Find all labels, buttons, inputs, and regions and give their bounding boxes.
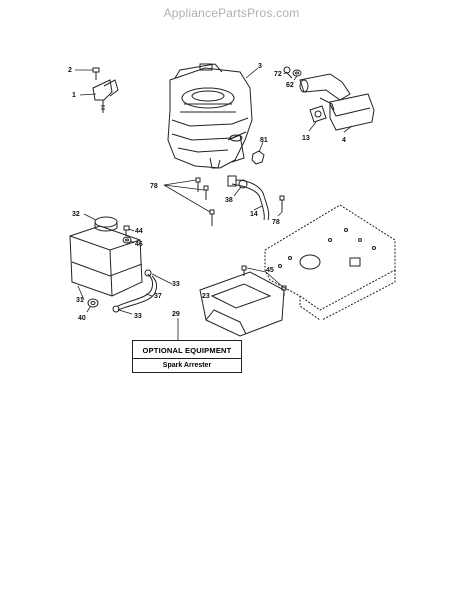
callout-33b: 33 <box>134 313 142 320</box>
clamp-33-part <box>112 269 152 313</box>
leader-lines <box>75 67 353 340</box>
clamp-part <box>238 179 248 189</box>
optional-equipment-title: OPTIONAL EQUIPMENT <box>142 346 232 355</box>
callout-44: 44 <box>135 228 143 235</box>
screw-part <box>92 67 100 80</box>
screw-44-part <box>123 225 130 236</box>
callout-38: 38 <box>225 197 233 204</box>
callout-1: 1 <box>72 92 76 99</box>
callout-29: 29 <box>172 311 180 318</box>
callout-23: 23 <box>202 293 210 300</box>
callout-2: 2 <box>68 67 72 74</box>
callout-13: 13 <box>302 135 310 142</box>
callout-46: 46 <box>135 241 143 248</box>
fuel-tank-part <box>69 225 143 297</box>
fuel-line-part <box>227 175 270 221</box>
watermark: AppliancePartsPros.com <box>163 6 300 20</box>
frame-plate-part <box>264 204 396 321</box>
callouts: 1 2 3 4 13 14 23 29 31 32 33 33 37 38 40… <box>68 63 346 322</box>
callout-62: 62 <box>286 82 294 89</box>
plug-40-part <box>87 298 99 308</box>
callout-3: 3 <box>258 63 262 70</box>
callout-14: 14 <box>250 211 258 218</box>
bracket-part <box>92 79 119 113</box>
callout-37: 37 <box>154 293 162 300</box>
fuel-hose-part <box>117 273 157 311</box>
callout-81: 81 <box>260 137 268 144</box>
callout-78b: 78 <box>272 219 280 226</box>
washer-46-part <box>122 236 132 244</box>
bolt-72-part <box>283 66 293 79</box>
nut-81-part <box>251 150 265 165</box>
callout-72: 72 <box>274 71 282 78</box>
muffler-part <box>299 73 375 131</box>
screw-45-part <box>241 265 287 296</box>
heat-shield-part <box>199 271 285 337</box>
fuel-cap-part <box>94 216 118 232</box>
callout-31: 31 <box>76 297 84 304</box>
callout-40: 40 <box>78 315 86 322</box>
washer-62-part <box>292 69 302 77</box>
callout-32: 32 <box>72 211 80 218</box>
callout-45: 45 <box>266 267 274 274</box>
callout-33a: 33 <box>172 281 180 288</box>
optional-equipment-subtitle: Spark Arrester <box>162 362 212 369</box>
optional-equipment-box: OPTIONAL EQUIPMENT Spark Arrester <box>132 340 242 373</box>
callout-78a: 78 <box>150 183 158 190</box>
engine-part <box>167 63 253 169</box>
gasket-part <box>309 105 327 123</box>
optional-equipment-divider <box>133 358 241 359</box>
callout-4: 4 <box>342 137 346 144</box>
